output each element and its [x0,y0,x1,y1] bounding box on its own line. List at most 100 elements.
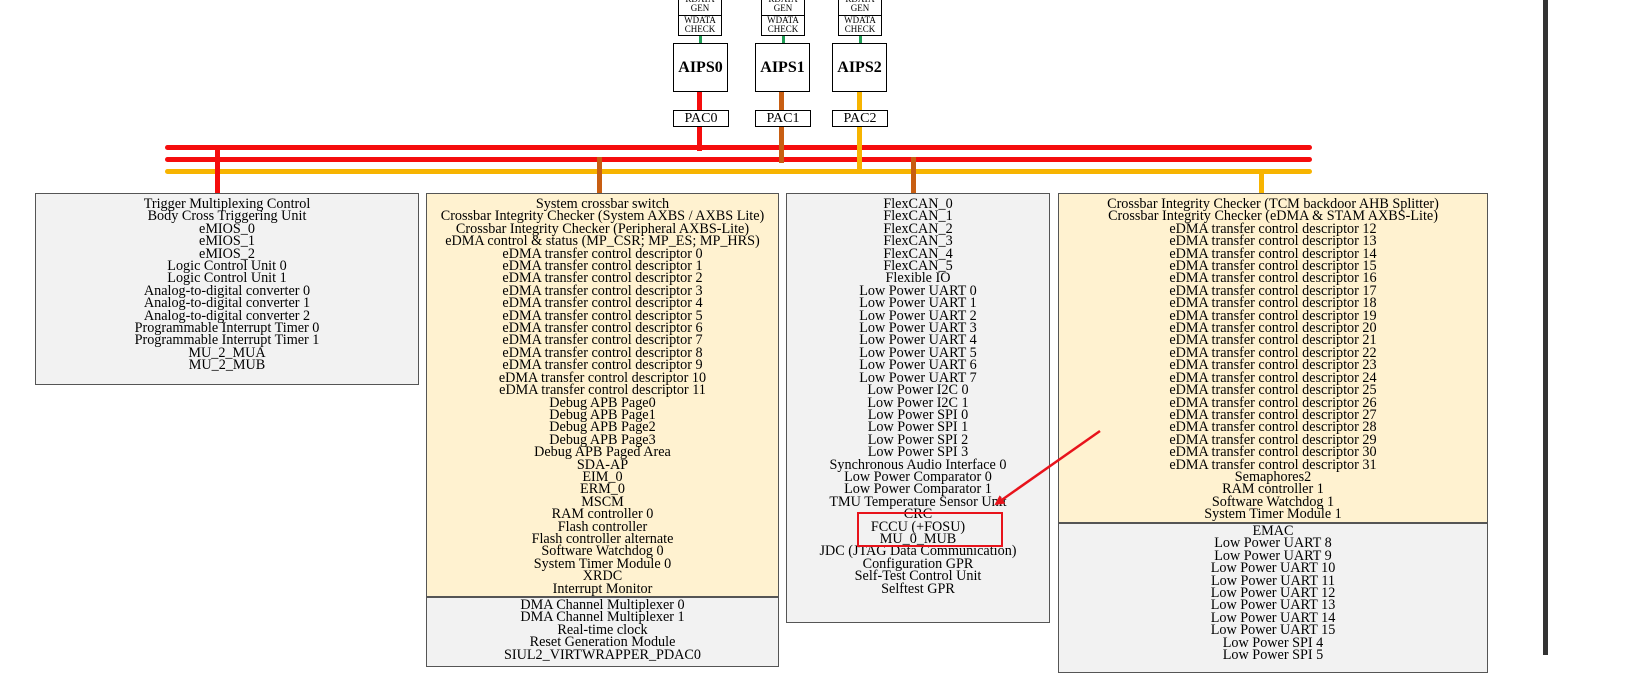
list-item: eDMA transfer control descriptor 4 [502,295,703,312]
list-item: eDMA transfer control descriptor 3 [502,282,703,299]
panel-aips1-upper-list: System crossbar switch Crossbar Integrit… [427,196,778,596]
list-item: eDMA transfer control descriptor 9 [502,357,703,374]
checker-check-label: WDATA CHECK [844,16,876,34]
bus-red-upper [165,145,1312,150]
aips2-link [857,92,862,110]
list-item: Debug APB Page1 [549,406,656,423]
drop-to-panel-aips1 [597,157,602,193]
checker-gen-label: RDATA GEN [679,0,721,16]
bus-yellow [165,169,1312,174]
list-item: eDMA transfer control descriptor 10 [498,369,707,386]
list-item: Low Power SPI 2 [867,431,969,448]
list-item: eDMA transfer control descriptor 5 [502,307,703,324]
list-item: eDMA transfer control descriptor 25 [1169,382,1377,399]
list-item: Logic Control Unit 0 [167,258,287,275]
list-item: TMU Temperature Sensor Unit [829,493,1007,510]
list-item: MSCM [581,493,624,510]
list-item: Selftest GPR [881,580,955,597]
list-item: ERM_0 [580,481,625,498]
list-item: Analog-to-digital converter 0 [143,282,311,299]
list-item: eDMA transfer control descriptor 20 [1169,320,1377,337]
list-item: Synchronous Audio Interface 0 [829,456,1007,473]
list-item: Flash controller [557,518,648,535]
list-item: Programmable Interrupt Timer 1 [134,332,320,349]
list-item: FlexCAN_4 [883,245,953,262]
list-item: Low Power UART 3 [859,320,977,337]
scrollbar[interactable] [1543,0,1548,655]
list-item: FlexCAN_5 [883,258,953,275]
checker-check-label: WDATA CHECK [684,16,716,34]
list-item: eDMA transfer control descriptor 22 [1169,344,1377,361]
list-item: Trigger Multiplexing Control [143,196,311,212]
checker-gen-label: RDATA GEN [762,0,804,16]
list-item: Crossbar Integrity Checker (System AXBS … [440,208,765,225]
drop-to-panel-aips0 [215,145,220,193]
list-item: eDMA transfer control descriptor 17 [1169,282,1377,299]
list-item: eDMA control & status (MP_CSR; MP_ES; MP… [445,233,760,250]
list-item: System Timer Module 1 [1204,506,1342,523]
drop-to-panel-aips1b [911,157,916,193]
list-item: Real-time clock [557,621,648,638]
list-item: Configuration GPR [862,555,974,572]
list-item: eMIOS_1 [199,233,255,250]
list-item: Flexible IO [885,270,951,287]
list-item: System crossbar switch [535,196,670,212]
panel-aips2-upper-list: Crossbar Integrity Checker (TCM backdoor… [1059,196,1487,523]
pac1-block: PAC1 [755,110,811,127]
list-item: Low Power UART 10 [1210,560,1336,577]
aips0-link [697,92,702,110]
list-item: Crossbar Integrity Checker (TCM backdoor… [1107,196,1439,212]
data-checker-0: RDATA GEN WDATA CHECK [678,0,722,36]
list-item: MU_2_MUA [188,344,266,361]
list-item: Low Power UART 8 [1214,535,1332,552]
list-item: Logic Control Unit 1 [167,270,287,287]
list-item: Reset Generation Module [529,634,676,651]
list-item: Crossbar Integrity Checker (eDMA & STAM … [1108,208,1438,225]
list-item: eDMA transfer control descriptor 30 [1169,444,1377,461]
panel-aips2-upper: Crossbar Integrity Checker (TCM backdoor… [1058,193,1488,523]
list-item: JDC (JTAG Data Communication) [819,543,1017,560]
list-item: Low Power UART 14 [1210,609,1336,626]
list-item: eDMA transfer control descriptor 27 [1169,406,1377,423]
list-item: CRC [903,506,933,523]
arrow-line [994,429,1101,506]
list-item: FlexCAN_0 [883,196,953,212]
list-item: MU_2_MUB [188,357,266,374]
list-item: eDMA transfer control descriptor 26 [1169,394,1377,411]
pac2-link [857,127,862,174]
list-item: eDMA transfer control descriptor 23 [1169,357,1377,374]
list-item: Semaphores2 [1234,468,1312,485]
list-item: eDMA transfer control descriptor 28 [1169,419,1377,436]
list-item: System Timer Module 0 [533,555,672,572]
aips1-link [779,92,784,110]
list-item: eMIOS_0 [199,220,255,237]
panel-aips0: Trigger Multiplexing Control Body Cross … [35,193,419,385]
list-item: Low Power UART 9 [1214,547,1332,564]
list-item: Low Power UART 1 [859,295,977,312]
list-item: Debug APB Paged Area [534,444,671,461]
list-item: RAM controller 1 [1222,481,1324,498]
list-item: eDMA transfer control descriptor 8 [502,344,703,361]
list-item: RAM controller 0 [551,506,654,523]
list-item: FlexCAN_1 [883,208,953,225]
list-item: EMAC [1252,523,1294,539]
list-item: Analog-to-digital converter 1 [143,295,311,312]
checker-link [699,36,702,43]
aips0-block: AIPS0 [673,43,728,92]
list-item: Software Watchdog 0 [541,543,664,560]
list-item: eDMA transfer control descriptor 15 [1169,258,1377,275]
list-item: Flash controller alternate [531,530,674,547]
list-item: Low Power UART 12 [1210,585,1336,602]
list-item: DMA Channel Multiplexer 0 [520,597,685,613]
bus-red-lower [165,157,1312,162]
checker-check-label: WDATA CHECK [767,16,799,34]
list-item: Low Power UART 11 [1210,572,1336,589]
list-item: Programmable Interrupt Timer 0 [134,320,320,337]
data-checker-2: RDATA GEN WDATA CHECK [838,0,882,36]
list-item: eDMA transfer control descriptor 1 [502,258,703,275]
checker-link [859,36,862,43]
list-item: Analog-to-digital converter 2 [143,307,311,324]
annotation-arrow [994,429,1101,506]
panel-aips1b: FlexCAN_0 FlexCAN_1 FlexCAN_2 FlexCAN_3 … [786,193,1050,623]
data-checker-1: RDATA GEN WDATA CHECK [761,0,805,36]
